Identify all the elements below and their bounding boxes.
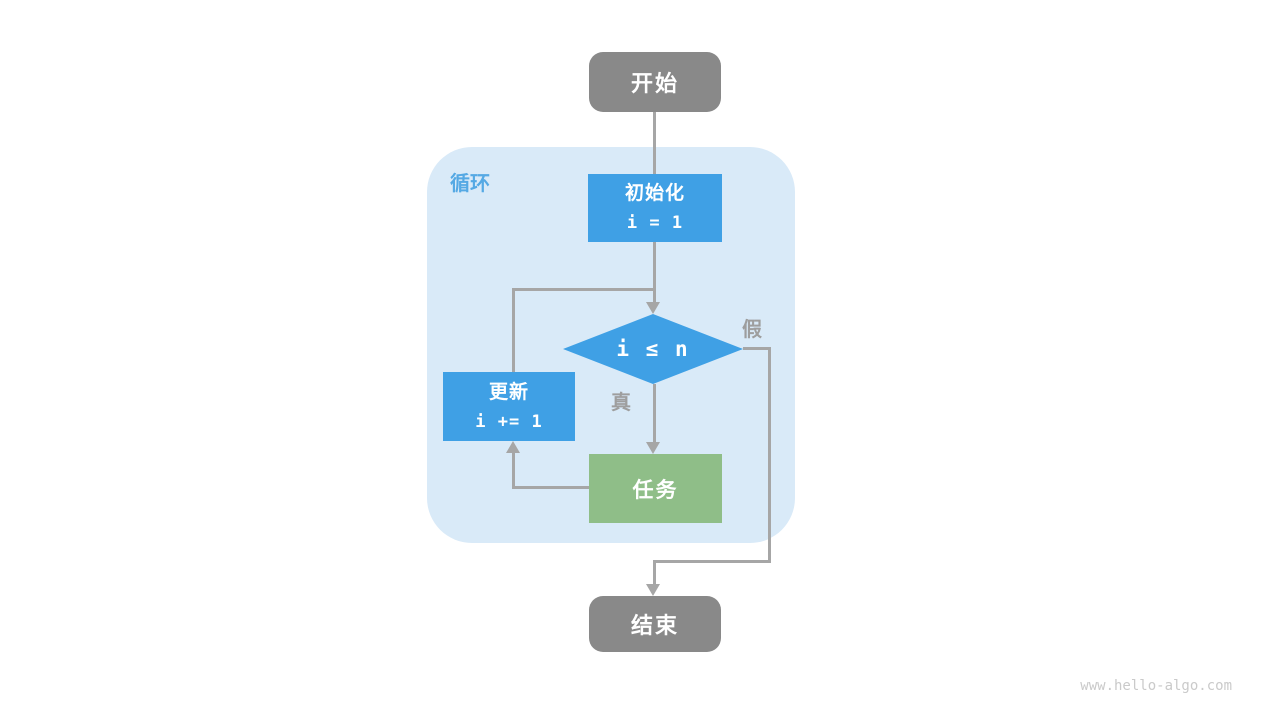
init-code: i = 1 [626, 213, 684, 233]
edge-condition-end-line-2 [768, 347, 771, 563]
edge-task-update-line-vertical [512, 453, 515, 489]
edge-condition-end-line-4 [653, 560, 656, 584]
edge-init-condition-line [653, 242, 656, 303]
flow-node-task: 任务 [589, 454, 722, 523]
loop-label: 循环 [450, 173, 490, 195]
edge-task-update-line-horizontal [512, 486, 589, 489]
edge-task-update-arrowhead-icon [506, 441, 520, 453]
flow-node-end: 结束 [589, 596, 721, 652]
edge-condition-task-line [653, 384, 656, 442]
edge-condition-end-line-3 [653, 560, 771, 563]
init-title: 初始化 [624, 183, 685, 204]
true-branch-label: 真 [611, 392, 631, 414]
update-title: 更新 [488, 381, 529, 403]
false-branch-label: 假 [742, 319, 762, 341]
edge-init-condition-arrowhead-icon [646, 302, 660, 314]
edge-start-init-line [653, 112, 656, 174]
edge-update-condition-line-horizontal [513, 288, 655, 291]
watermark: www.hello-algo.com [1080, 678, 1232, 694]
flow-node-start: 开始 [589, 52, 721, 112]
edge-condition-end-line-1 [743, 347, 771, 350]
flow-node-init: 初始化 i = 1 [588, 174, 722, 242]
edge-update-condition-line-vertical [512, 288, 515, 372]
condition-code: i ≤ n [616, 337, 690, 361]
edge-condition-task-arrowhead-icon [646, 442, 660, 454]
edge-condition-end-arrowhead-icon [646, 584, 660, 596]
flow-node-update: 更新 i += 1 [443, 372, 575, 441]
update-code: i += 1 [475, 411, 543, 432]
